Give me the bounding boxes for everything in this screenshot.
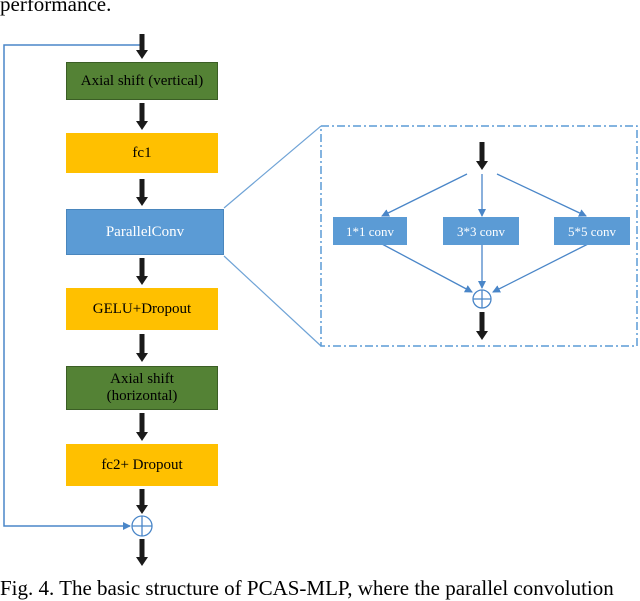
detail-sum-node [472,289,492,309]
branch-line-left [381,173,468,217]
merge-line-right [492,243,589,293]
detail-box [320,125,638,347]
flow-arrows [136,34,488,566]
branch-line-right [496,173,587,217]
fc1-block: fc1 [66,133,218,173]
gelu-dropout-block: GELU+Dropout [66,288,218,330]
conv-5x5-block: 5*5 conv [554,217,630,245]
axial-shift-horizontal-block: Axial shift (horizontal) [66,366,218,410]
flow-arrow-0 [136,34,148,59]
conv-3x3-block: 3*3 conv [443,217,519,245]
flow-arrow-5 [136,413,148,441]
fc2-dropout-block: fc2+ Dropout [66,444,218,486]
flow-arrow-7 [136,539,148,566]
flow-arrow-8 [476,142,488,170]
flow-arrow-2 [136,179,148,206]
figure-caption: Fig. 4. The basic structure of PCAS-MLP,… [0,576,614,600]
skip-connection-line [3,44,142,530]
flow-arrow-4 [136,334,148,362]
axial-shift-vertical-block: Axial shift (vertical) [66,62,218,100]
parallel-conv-block: ParallelConv [66,209,224,255]
zoom-line-top [223,125,322,209]
zoom-line-bottom [223,255,322,347]
main-sum-node [131,515,153,537]
flow-arrow-6 [136,489,148,514]
flow-arrow-3 [136,258,148,285]
flow-arrow-1 [136,103,148,130]
merge-line-left [381,243,473,293]
flow-arrow-9 [476,312,488,340]
top-text: performance. [0,0,112,16]
conv-1x1-block: 1*1 conv [333,217,407,245]
